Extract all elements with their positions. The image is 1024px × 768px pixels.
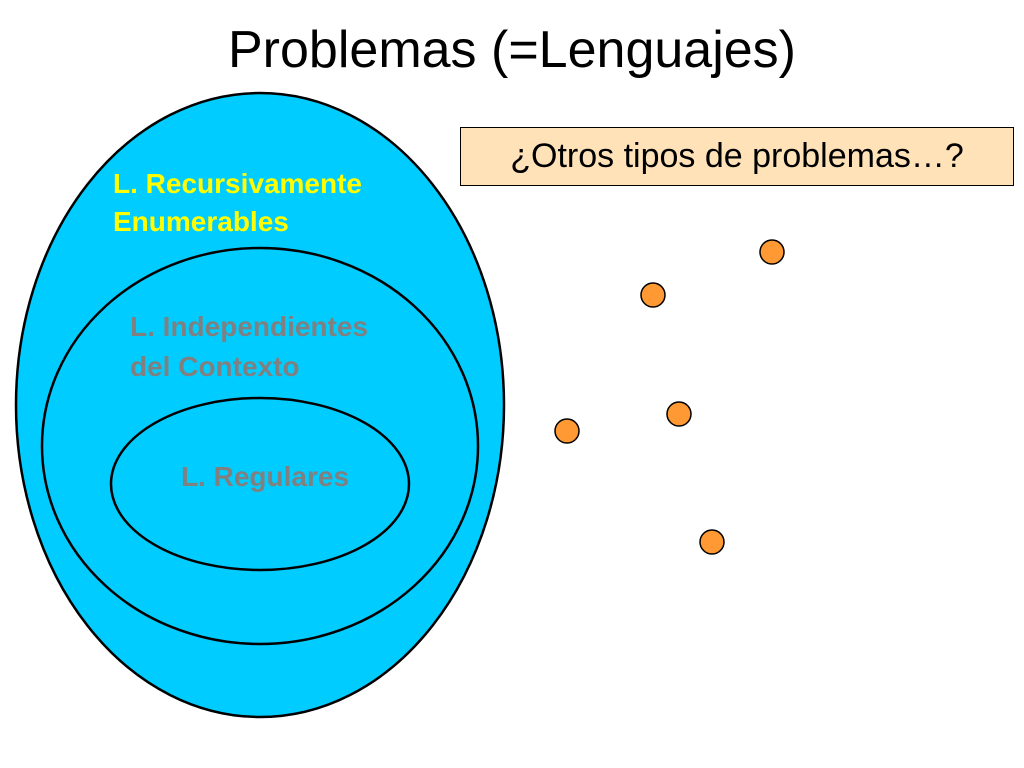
other-problem-dot [759, 239, 785, 265]
regular-set [109, 396, 411, 572]
other-problem-dot [699, 529, 725, 555]
regular-label: L. Regulares [181, 461, 349, 492]
other-problem-dot [666, 401, 692, 427]
other-problem-dot [640, 282, 666, 308]
cf-label-line2: del Contexto [130, 351, 300, 382]
re-label-line1: L. Recursivamente [113, 168, 362, 199]
other-problem-dot [554, 418, 580, 444]
slide-title: Problemas (=Lenguajes) [228, 21, 796, 79]
cf-label-line1: L. Independientes [130, 311, 368, 342]
other-problems-callout: ¿Otros tipos de problemas…? [460, 127, 1014, 186]
re-label-line2: Enumerables [113, 206, 289, 237]
